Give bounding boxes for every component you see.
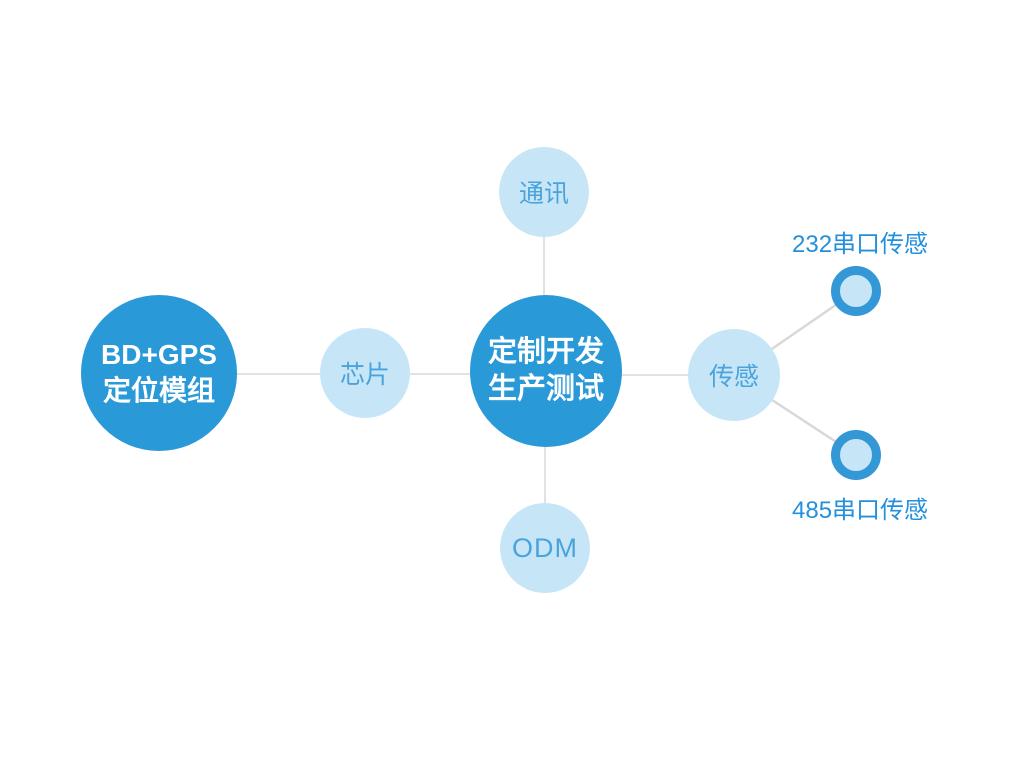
label-232-serial-sensor: 232串口传感 <box>792 231 929 258</box>
node-odm: ODM <box>500 503 590 593</box>
node-main-label-line2: 生产测试 <box>487 373 604 405</box>
node-chip-label: 芯片 <box>339 361 390 389</box>
node-bd-gps-positioning-module: BD+GPS 定位模组 <box>81 295 237 451</box>
node-main-label-line1: 定制开发 <box>487 336 604 368</box>
node-comm-label: 通讯 <box>518 180 569 208</box>
sensor-232-circle <box>831 266 881 316</box>
sensor-485-circle <box>831 430 881 480</box>
node-sensor: 传感 <box>688 329 780 421</box>
node-chip: 芯片 <box>320 328 410 418</box>
node-bd-gps-label-line1: BD+GPS <box>101 339 217 370</box>
node-communication: 通讯 <box>499 147 589 237</box>
node-odm-label: ODM <box>512 532 578 563</box>
node-bd-gps-label-line2: 定位模组 <box>102 375 215 406</box>
label-485-serial-sensor: 485串口传感 <box>792 497 929 524</box>
node-sensor-label: 传感 <box>708 363 759 391</box>
node-custom-development-production-testing: 定制开发 生产测试 <box>470 295 622 447</box>
